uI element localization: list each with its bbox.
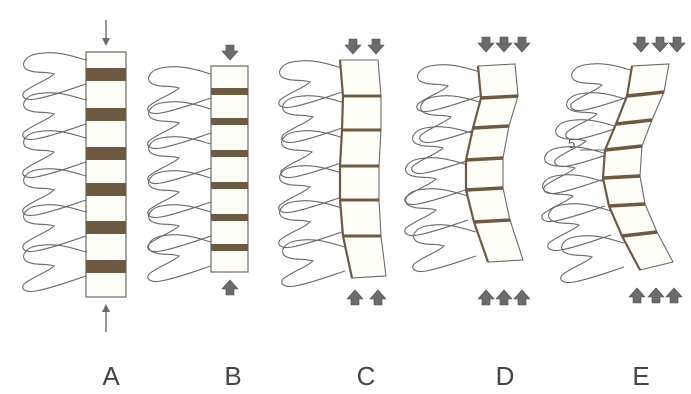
vertebra-c-2	[342, 96, 381, 130]
disc-a-6	[86, 260, 126, 273]
spinous-process-1	[417, 65, 480, 112]
block-arrow-icon-top-d-3	[514, 37, 530, 52]
disc-e-4	[603, 176, 640, 178]
annotation-5: 5	[568, 136, 575, 151]
block-arrow-icon-bottom-c-1	[347, 290, 363, 305]
vertebra-c-1	[340, 60, 381, 96]
disc-e-5	[609, 204, 645, 206]
panel-label-e: E	[621, 362, 661, 390]
disc-b-6	[211, 244, 248, 251]
spinous-process-6	[548, 204, 611, 251]
disc-d-2	[473, 126, 509, 128]
disc-b-3	[211, 150, 248, 157]
disc-d-5	[474, 220, 510, 222]
spinous-process-4	[23, 169, 86, 216]
block-arrow-icon-top-d-1	[478, 37, 494, 52]
disc-b-2	[211, 118, 248, 125]
spinous-process-5	[405, 189, 468, 236]
panel-a	[23, 20, 126, 332]
block-arrow-icon-bottom-e-1	[629, 288, 645, 303]
vertebra-d-1	[478, 64, 518, 98]
spinous-process-6	[413, 225, 476, 272]
thin-arrow-icon-bottom-a	[102, 304, 110, 312]
disc-d-4	[466, 188, 503, 190]
disc-b-1	[211, 88, 248, 95]
block-arrow-icon-bottom-b	[222, 280, 238, 295]
block-arrow-icon-bottom-e-3	[666, 288, 682, 303]
spinous-process-6	[148, 235, 211, 282]
block-arrow-icon-bottom-d-2	[496, 290, 512, 305]
spinous-process-7	[561, 236, 624, 283]
disc-a-5	[86, 221, 126, 234]
block-arrow-icon-bottom-c-2	[370, 290, 386, 305]
vertebra-c-4	[340, 166, 379, 200]
panel-label-c: C	[346, 362, 386, 390]
block-arrow-icon-bottom-e-2	[648, 288, 664, 303]
block-arrow-icon-bottom-d-1	[478, 290, 494, 305]
spinous-process-4	[544, 147, 607, 194]
panel-d	[405, 37, 530, 305]
block-arrow-icon-top-d-2	[496, 37, 512, 52]
panel-label-a: A	[91, 362, 131, 390]
spinous-process-1	[279, 61, 342, 108]
disc-a-2	[86, 108, 126, 121]
vertebra-c-6	[343, 236, 386, 278]
spinous-process-5	[148, 205, 211, 252]
vertebra-d-4	[466, 158, 503, 190]
disc-b-5	[211, 214, 248, 221]
disc-b-4	[211, 182, 248, 189]
disc-a-3	[86, 147, 126, 160]
disc-a-1	[86, 68, 126, 81]
block-arrow-icon-top-e-1	[633, 37, 649, 52]
panel-c	[279, 39, 386, 305]
vertebra-c-3	[340, 130, 381, 166]
panel-label-d: D	[485, 362, 525, 390]
disc-d-1	[481, 96, 518, 98]
block-arrow-icon-top-e-2	[652, 37, 668, 52]
spinous-process-4	[148, 171, 211, 218]
panel-e	[542, 37, 685, 303]
thin-arrow-icon-top-a	[102, 38, 110, 46]
block-arrow-icon-top-b	[222, 45, 238, 60]
block-arrow-icon-top-c-2	[368, 39, 384, 54]
vertebra-c-5	[340, 200, 381, 236]
disc-d-3	[466, 158, 503, 160]
vertebra-e-5	[603, 176, 645, 206]
disc-a-4	[86, 183, 126, 196]
block-arrow-icon-top-c-1	[345, 39, 361, 54]
block-arrow-icon-bottom-d-3	[514, 290, 530, 305]
vertebral-column-b	[211, 66, 248, 272]
panel-b	[148, 45, 248, 295]
block-arrow-icon-top-e-3	[669, 37, 685, 52]
panel-label-b: B	[213, 362, 253, 390]
